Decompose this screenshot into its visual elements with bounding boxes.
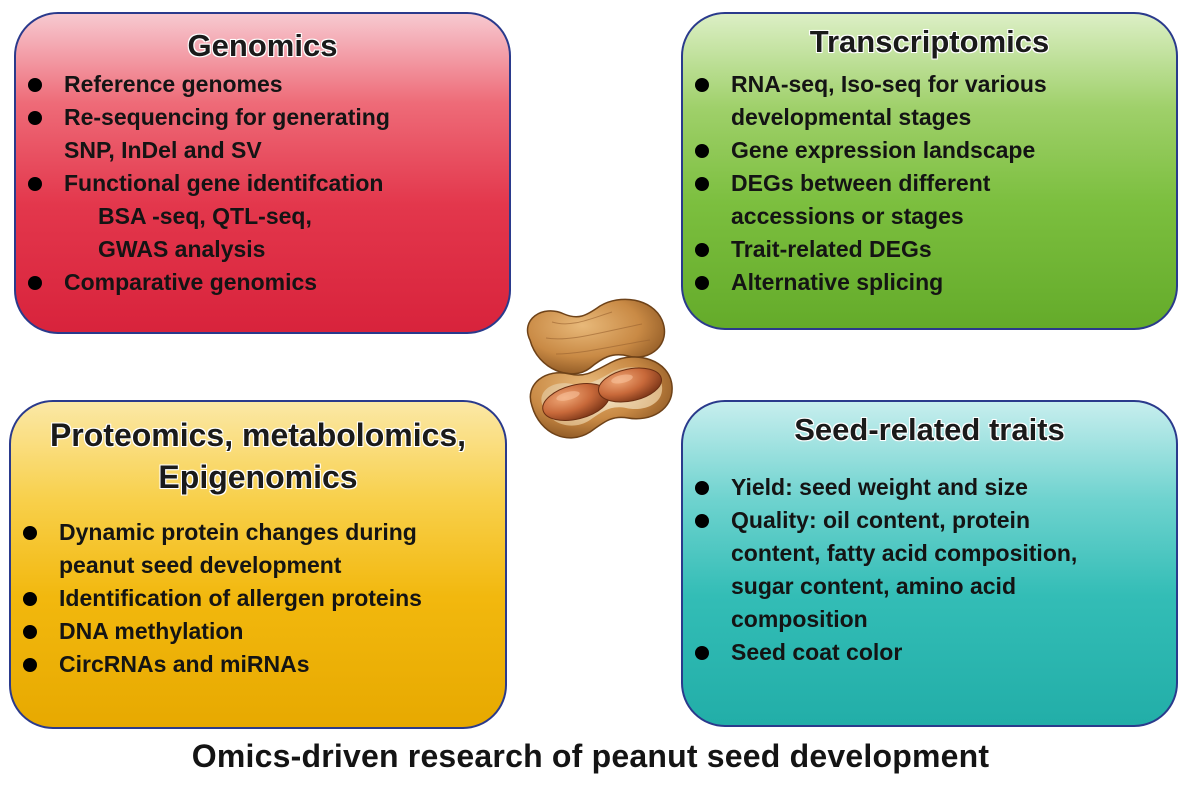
genomics-item: Re-sequencing for generating [16, 101, 509, 134]
proteomics-item: DNA methylation [11, 615, 505, 648]
bullet-icon [28, 276, 42, 290]
proteomics-item-text: Identification of allergen proteins [59, 585, 422, 611]
transcriptomics-panel: Transcriptomics RNA-seq, Iso-seq for var… [681, 12, 1178, 330]
proteomics-title-line1: Proteomics, metabolomics, [49, 417, 467, 453]
seed-traits-item-text: Yield: seed weight and size [731, 474, 1028, 500]
proteomics-item-text: peanut seed development [59, 552, 342, 578]
proteomics-item-text: Dynamic protein changes during [59, 519, 417, 545]
transcriptomics-item-text: RNA-seq, Iso-seq for various [731, 71, 1047, 97]
genomics-title: Genomics [187, 28, 338, 63]
seed-traits-panel: Seed-related traits Yield: seed weight a… [681, 400, 1178, 727]
genomics-item-text: Reference genomes [64, 71, 283, 97]
seed-traits-item-text: sugar content, amino acid [731, 573, 1016, 599]
proteomics-list: Dynamic protein changes during peanut se… [11, 516, 505, 681]
bullet-icon [695, 276, 709, 290]
transcriptomics-item-continuation: developmental stages [683, 101, 1176, 134]
genomics-subitem: GWAS analysis [16, 233, 509, 266]
proteomics-item-text: DNA methylation [59, 618, 244, 644]
transcriptomics-title: Transcriptomics [809, 24, 1050, 59]
genomics-list: Reference genomes Re-sequencing for gene… [16, 68, 509, 299]
bullet-icon [695, 144, 709, 158]
transcriptomics-item-text: DEGs between different [731, 170, 991, 196]
genomics-item-text: Comparative genomics [64, 269, 318, 295]
bullet-icon [695, 78, 709, 92]
transcriptomics-item-continuation: accessions or stages [683, 200, 1176, 233]
bullet-icon [28, 78, 42, 92]
genomics-item-text: Re-sequencing for generating [64, 104, 390, 130]
seed-traits-item-continuation: content, fatty acid composition, [683, 537, 1176, 570]
genomics-item-continuation: SNP, InDel and SV [16, 134, 509, 167]
transcriptomics-item: RNA-seq, Iso-seq for various [683, 68, 1176, 101]
genomics-item: Reference genomes [16, 68, 509, 101]
transcriptomics-item: Gene expression landscape [683, 134, 1176, 167]
proteomics-item: Identification of allergen proteins [11, 582, 505, 615]
bullet-icon [695, 177, 709, 191]
proteomics-panel: Proteomics, metabolomics, Epigenomics Dy… [9, 400, 507, 729]
seed-traits-item-text: Seed coat color [731, 639, 903, 665]
bullet-icon [695, 514, 709, 528]
genomics-item: Comparative genomics [16, 266, 509, 299]
transcriptomics-item-text: Alternative splicing [731, 269, 944, 295]
bullet-icon [23, 526, 37, 540]
bullet-icon [23, 658, 37, 672]
proteomics-title-line2: Epigenomics [158, 459, 358, 495]
genomics-item-text: BSA -seq, QTL-seq, [98, 203, 312, 229]
bullet-icon [695, 243, 709, 257]
proteomics-item-text: CircRNAs and miRNAs [59, 651, 310, 677]
bullet-icon [23, 625, 37, 639]
proteomics-item: CircRNAs and miRNAs [11, 648, 505, 681]
seed-traits-item-continuation: sugar content, amino acid [683, 570, 1176, 603]
bullet-icon [695, 646, 709, 660]
genomics-panel: Genomics Reference genomes Re-sequencing… [14, 12, 511, 334]
transcriptomics-item: DEGs between different [683, 167, 1176, 200]
seed-traits-item-text: Quality: oil content, protein [731, 507, 1030, 533]
transcriptomics-item: Trait-related DEGs [683, 233, 1176, 266]
seed-traits-item-text: content, fatty acid composition, [731, 540, 1078, 566]
transcriptomics-item-text: developmental stages [731, 104, 972, 130]
genomics-item: Functional gene identifcation [16, 167, 509, 200]
seed-traits-list: Yield: seed weight and size Quality: oil… [683, 471, 1176, 669]
transcriptomics-item-text: Gene expression landscape [731, 137, 1036, 163]
proteomics-title: Proteomics, metabolomics, Epigenomics [11, 414, 505, 498]
bullet-icon [695, 481, 709, 495]
seed-traits-item: Seed coat color [683, 636, 1176, 669]
transcriptomics-item-text: accessions or stages [731, 203, 964, 229]
seed-traits-item-continuation: composition [683, 603, 1176, 636]
whole-peanut-shell [526, 298, 666, 375]
genomics-item-text: SNP, InDel and SV [64, 137, 262, 163]
seed-traits-item: Quality: oil content, protein [683, 504, 1176, 537]
seed-traits-title: Seed-related traits [794, 412, 1065, 447]
bullet-icon [28, 111, 42, 125]
proteomics-item: Dynamic protein changes during [11, 516, 505, 549]
proteomics-item-continuation: peanut seed development [11, 549, 505, 582]
genomics-item-text: GWAS analysis [98, 236, 266, 262]
seed-traits-item-text: composition [731, 606, 868, 632]
transcriptomics-list: RNA-seq, Iso-seq for various development… [683, 68, 1176, 299]
peanut-kernel [598, 367, 662, 403]
peanut-illustration-icon [526, 298, 673, 439]
genomics-subitem: BSA -seq, QTL-seq, [16, 200, 509, 233]
seed-traits-item: Yield: seed weight and size [683, 471, 1176, 504]
diagram-caption: Omics-driven research of peanut seed dev… [191, 738, 990, 774]
genomics-item-text: Functional gene identifcation [64, 170, 384, 196]
transcriptomics-item-text: Trait-related DEGs [731, 236, 932, 262]
bullet-icon [23, 592, 37, 606]
bullet-icon [28, 177, 42, 191]
transcriptomics-item: Alternative splicing [683, 266, 1176, 299]
